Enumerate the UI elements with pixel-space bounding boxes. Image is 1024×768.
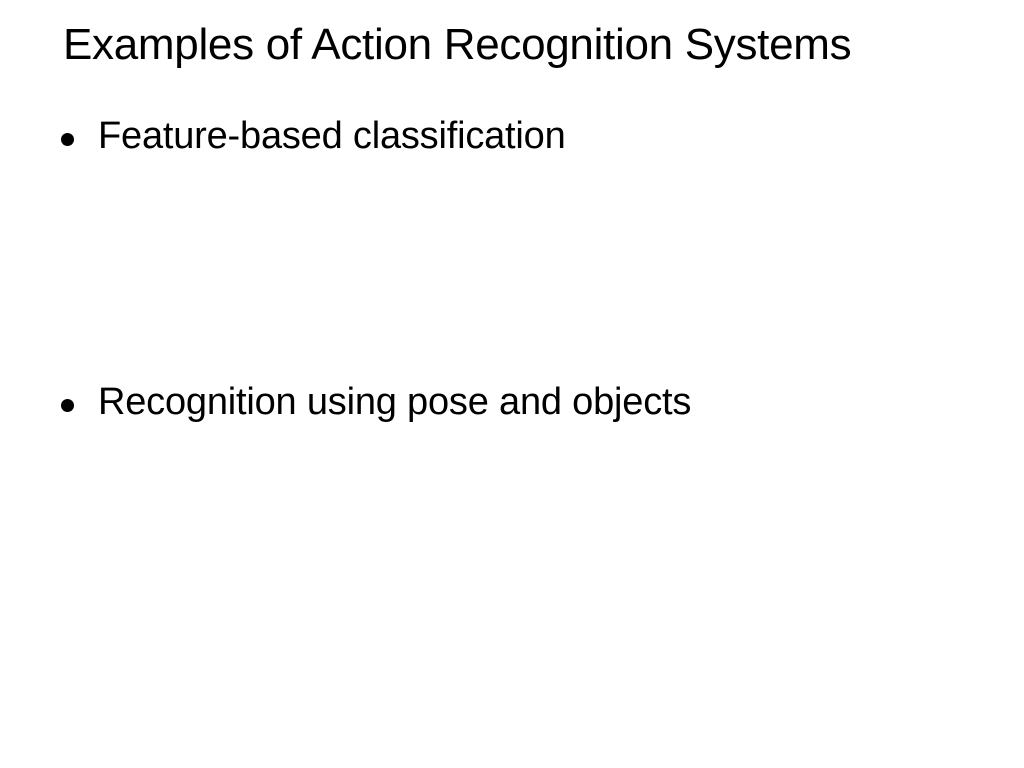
bullet-icon xyxy=(61,133,74,146)
slide-title: Examples of Action Recognition Systems xyxy=(63,20,852,69)
bullet-icon xyxy=(61,399,74,412)
bullet-item-feature-based-classification: Feature-based classification xyxy=(61,115,566,159)
bullet-text: Recognition using pose and objects xyxy=(98,381,692,423)
bullet-item-recognition-pose-objects: Recognition using pose and objects xyxy=(61,381,691,425)
bullet-text: Feature-based classification xyxy=(98,115,566,157)
